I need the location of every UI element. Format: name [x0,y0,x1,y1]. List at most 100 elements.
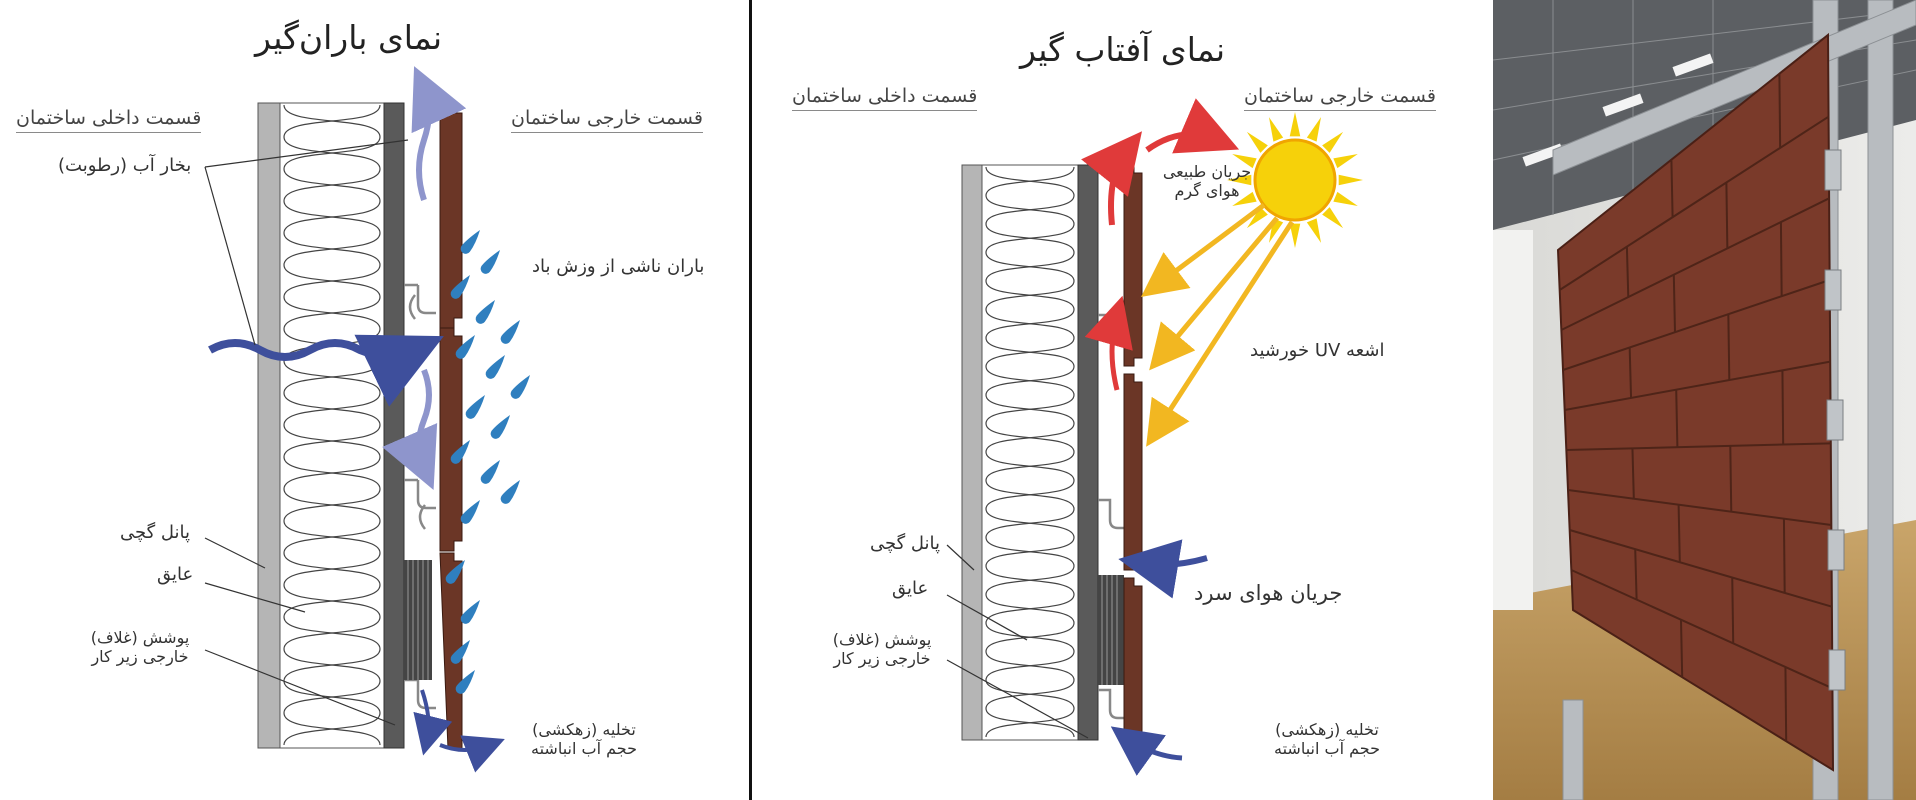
insulation-wave [985,166,1075,225]
wind-pressure-arrow [208,334,444,407]
mortar-row [1567,489,1832,526]
rain-screen-diagram [204,66,530,773]
vent-mesh-lines [1101,575,1118,685]
insulation-wave [985,223,1075,282]
insulation-wave [283,232,381,298]
mortar-row [1559,115,1830,291]
insulation-wave [985,622,1075,681]
rain-interior-label: قسمت داخلی ساختمان [16,107,202,133]
rain-insulation-label: عایق [157,564,194,585]
mortar-joint [1670,159,1674,218]
vapor-up-arrow [411,66,467,201]
sun-ray [1289,223,1301,248]
insulation-wave [283,488,381,554]
sun-ray [1338,174,1363,186]
sun-insulation-label: عایق [892,578,929,599]
insulation-wave [985,166,1075,225]
sun-uv-label: اشعه UV خورشید [1250,340,1385,361]
rain-drop [510,375,530,399]
terracotta-cladding [1123,164,1143,742]
rain-plaster-label: پانل گچی [120,522,191,543]
rain-sheathing-line2: خارجی زیر کار [91,647,189,666]
rain-drain-line2: حجم آب انباشته [531,739,637,758]
mortar-row [1560,197,1830,331]
rain-drop [475,300,495,324]
mortar-joint [1680,619,1684,678]
drain-arrow-2 [439,735,505,773]
insulation-wave [283,680,381,746]
insulation-wave [985,565,1075,624]
mortar-row [1564,360,1831,411]
sheathing-layer [383,102,405,749]
rain-drop [480,460,500,484]
insulation-wave [283,168,381,234]
warm-air-arrow-2 [1145,98,1240,154]
rain-drops [445,230,530,694]
rain-drop [450,440,470,464]
insulation-wave [283,104,381,170]
sun-ray [1306,218,1322,243]
sun-screen-diagram [946,98,1363,776]
rain-drop [445,560,465,584]
mortar-joint [1625,246,1630,298]
sun-ray [1246,131,1268,153]
sun-screen-title: نمای آفتاب گیر [1020,30,1226,69]
mortar-joint [1634,549,1638,600]
insulation-wave [985,508,1075,567]
insulation-wave [985,337,1075,396]
rain-drop [460,600,480,624]
insulation-pattern [283,104,381,746]
sun-cold-air-label: جریان هوای سرد [1194,581,1343,605]
mortar-joint [1672,274,1676,333]
rain-drop [455,335,475,359]
sun-disc [1253,138,1337,222]
mortar-joint [1782,518,1786,593]
brick-mortar-lines [1559,73,1833,742]
insulation-wave [283,424,381,490]
mortar-row [1570,569,1833,690]
cold-air-arrow [1118,539,1208,599]
insulation-wave [985,337,1075,396]
insulation-wave [985,451,1075,510]
mortar-joint [1781,370,1785,445]
insulation-wave [283,232,381,298]
insulation-wave [283,552,381,618]
insulation-wave [985,280,1075,339]
sun-warm-air-label: جریان طبیعی هوای گرم [1147,162,1267,200]
sun-drain-label: تخلیه (زهکشی) حجم آب انباشته [1257,720,1397,758]
rain-drop [450,275,470,299]
sun-ray [1289,112,1301,137]
insulation-wave [283,616,381,682]
leader-lines [204,139,409,726]
mortar-joint [1727,314,1731,381]
vapor-down-arrow [382,368,438,491]
insulation-wave [283,168,381,234]
insulation-wave [283,680,381,746]
mounting-clips [1824,149,1846,691]
rain-sheathing-label: پوشش (غلاف) خارجی زیر کار [80,628,200,666]
insulation-wave [985,280,1075,339]
rain-vapor-label: بخار آب (رطوبت) [58,155,192,176]
rain-drop [465,395,485,419]
vent-mesh-lines [407,560,429,680]
facade-photo-illustration [1493,0,1916,800]
rain-drop [450,640,470,664]
sun-ray [1322,207,1344,229]
insulation-wave [283,616,381,682]
rain-sheathing-line1: پوشش (غلاف) [90,628,190,647]
ceiling-lights [1522,53,1714,167]
sun-ray [1227,174,1252,186]
sun-ray [1306,117,1322,142]
insulation-wave [985,679,1075,738]
sun-sheathing-line1: پوشش (غلاف) [832,630,932,649]
insulation-layer [279,102,385,749]
insulation-wave [985,622,1075,681]
sun-warm-air-line1: جریان طبیعی [1162,162,1252,181]
insulation-wave [985,508,1075,567]
rain-drop [480,250,500,274]
rain-drop [485,355,505,379]
warm-air-arrow-1 [1081,131,1142,226]
facade-photo [1493,0,1916,800]
uv-rays [1140,202,1295,447]
sun-ray [1333,191,1358,207]
